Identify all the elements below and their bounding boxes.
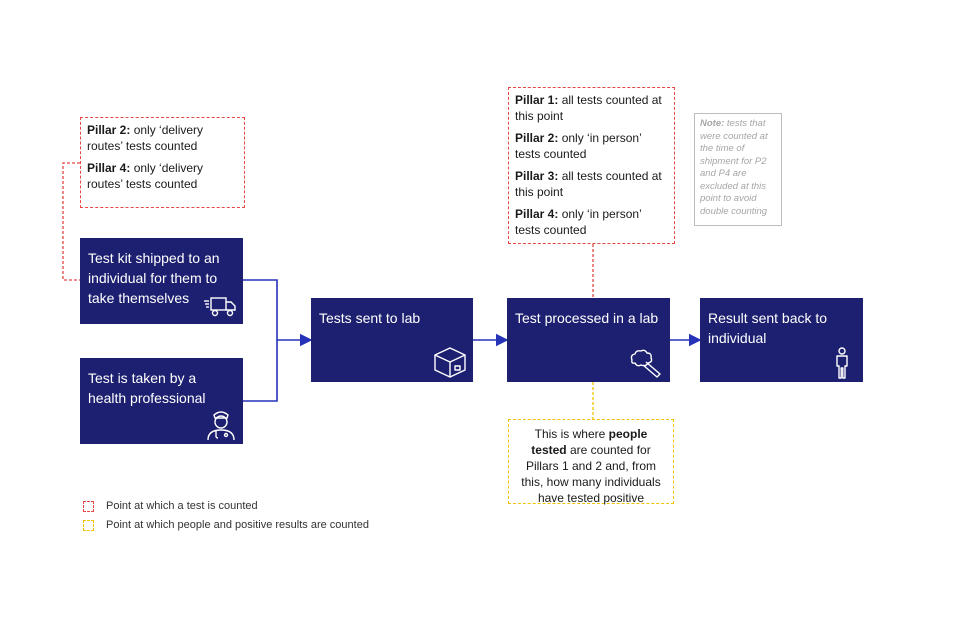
double-counting-note-text: tests that were counted at the time of s…: [700, 118, 768, 217]
tests-sent-to-lab-label: Tests sent to lab: [319, 310, 421, 326]
double-counting-note: Note: tests that were counted at the tim…: [694, 113, 782, 226]
result-sent-back-label: Result sent back to individual: [708, 310, 828, 346]
legend-yellow-swatch: [83, 520, 94, 531]
pillars-lab-note: Pillar 1: all tests counted at this poin…: [508, 87, 675, 244]
people-tested-note: This is where people tested are counted …: [508, 419, 674, 505]
double-counting-note-label: Note:: [700, 118, 725, 129]
nurse-icon: [207, 411, 235, 441]
person-icon: [836, 347, 848, 379]
test-processed-label: Test processed in a lab: [515, 310, 659, 326]
red-connector-delivery: [62, 162, 80, 281]
legend-red-label: Point at which a test is counted: [106, 500, 258, 512]
health-professional-box: Test is taken by a health professional: [80, 358, 243, 444]
test-kit-shipped-label: Test kit shipped to an individual for th…: [88, 250, 220, 306]
result-sent-back-box: Result sent back to individual: [700, 298, 863, 382]
lab-note-line: Pillar 1: all tests counted at this poin…: [515, 93, 662, 123]
delivery-note-line: Pillar 4: only ‘delivery routes’ tests c…: [87, 161, 204, 191]
delivery-routes-note: Pillar 2: only ‘delivery routes’ tests c…: [80, 117, 245, 208]
lab-note-line: Pillar 2: only ‘in person’ tests counted: [515, 131, 642, 161]
merge-line-health: [243, 340, 278, 402]
lab-swab-icon: [630, 349, 661, 378]
package-box-icon: [434, 347, 466, 378]
test-processed-box: Test processed in a lab: [507, 298, 670, 382]
lab-note-line: Pillar 3: all tests counted at this poin…: [515, 169, 662, 199]
legend-yellow-label: Point at which people and positive resul…: [106, 519, 369, 531]
merge-line-shipped: [243, 279, 278, 340]
test-kit-shipped-box: Test kit shipped to an individual for th…: [80, 238, 243, 324]
delivery-truck-icon: [204, 297, 236, 317]
health-professional-label: Test is taken by a health professional: [88, 370, 206, 406]
delivery-note-line: Pillar 2: only ‘delivery routes’ tests c…: [87, 123, 204, 153]
legend-red-swatch: [83, 501, 94, 512]
tests-sent-to-lab-box: Tests sent to lab: [311, 298, 473, 382]
lab-note-line: Pillar 4: only ‘in person’ tests counted: [515, 207, 642, 237]
